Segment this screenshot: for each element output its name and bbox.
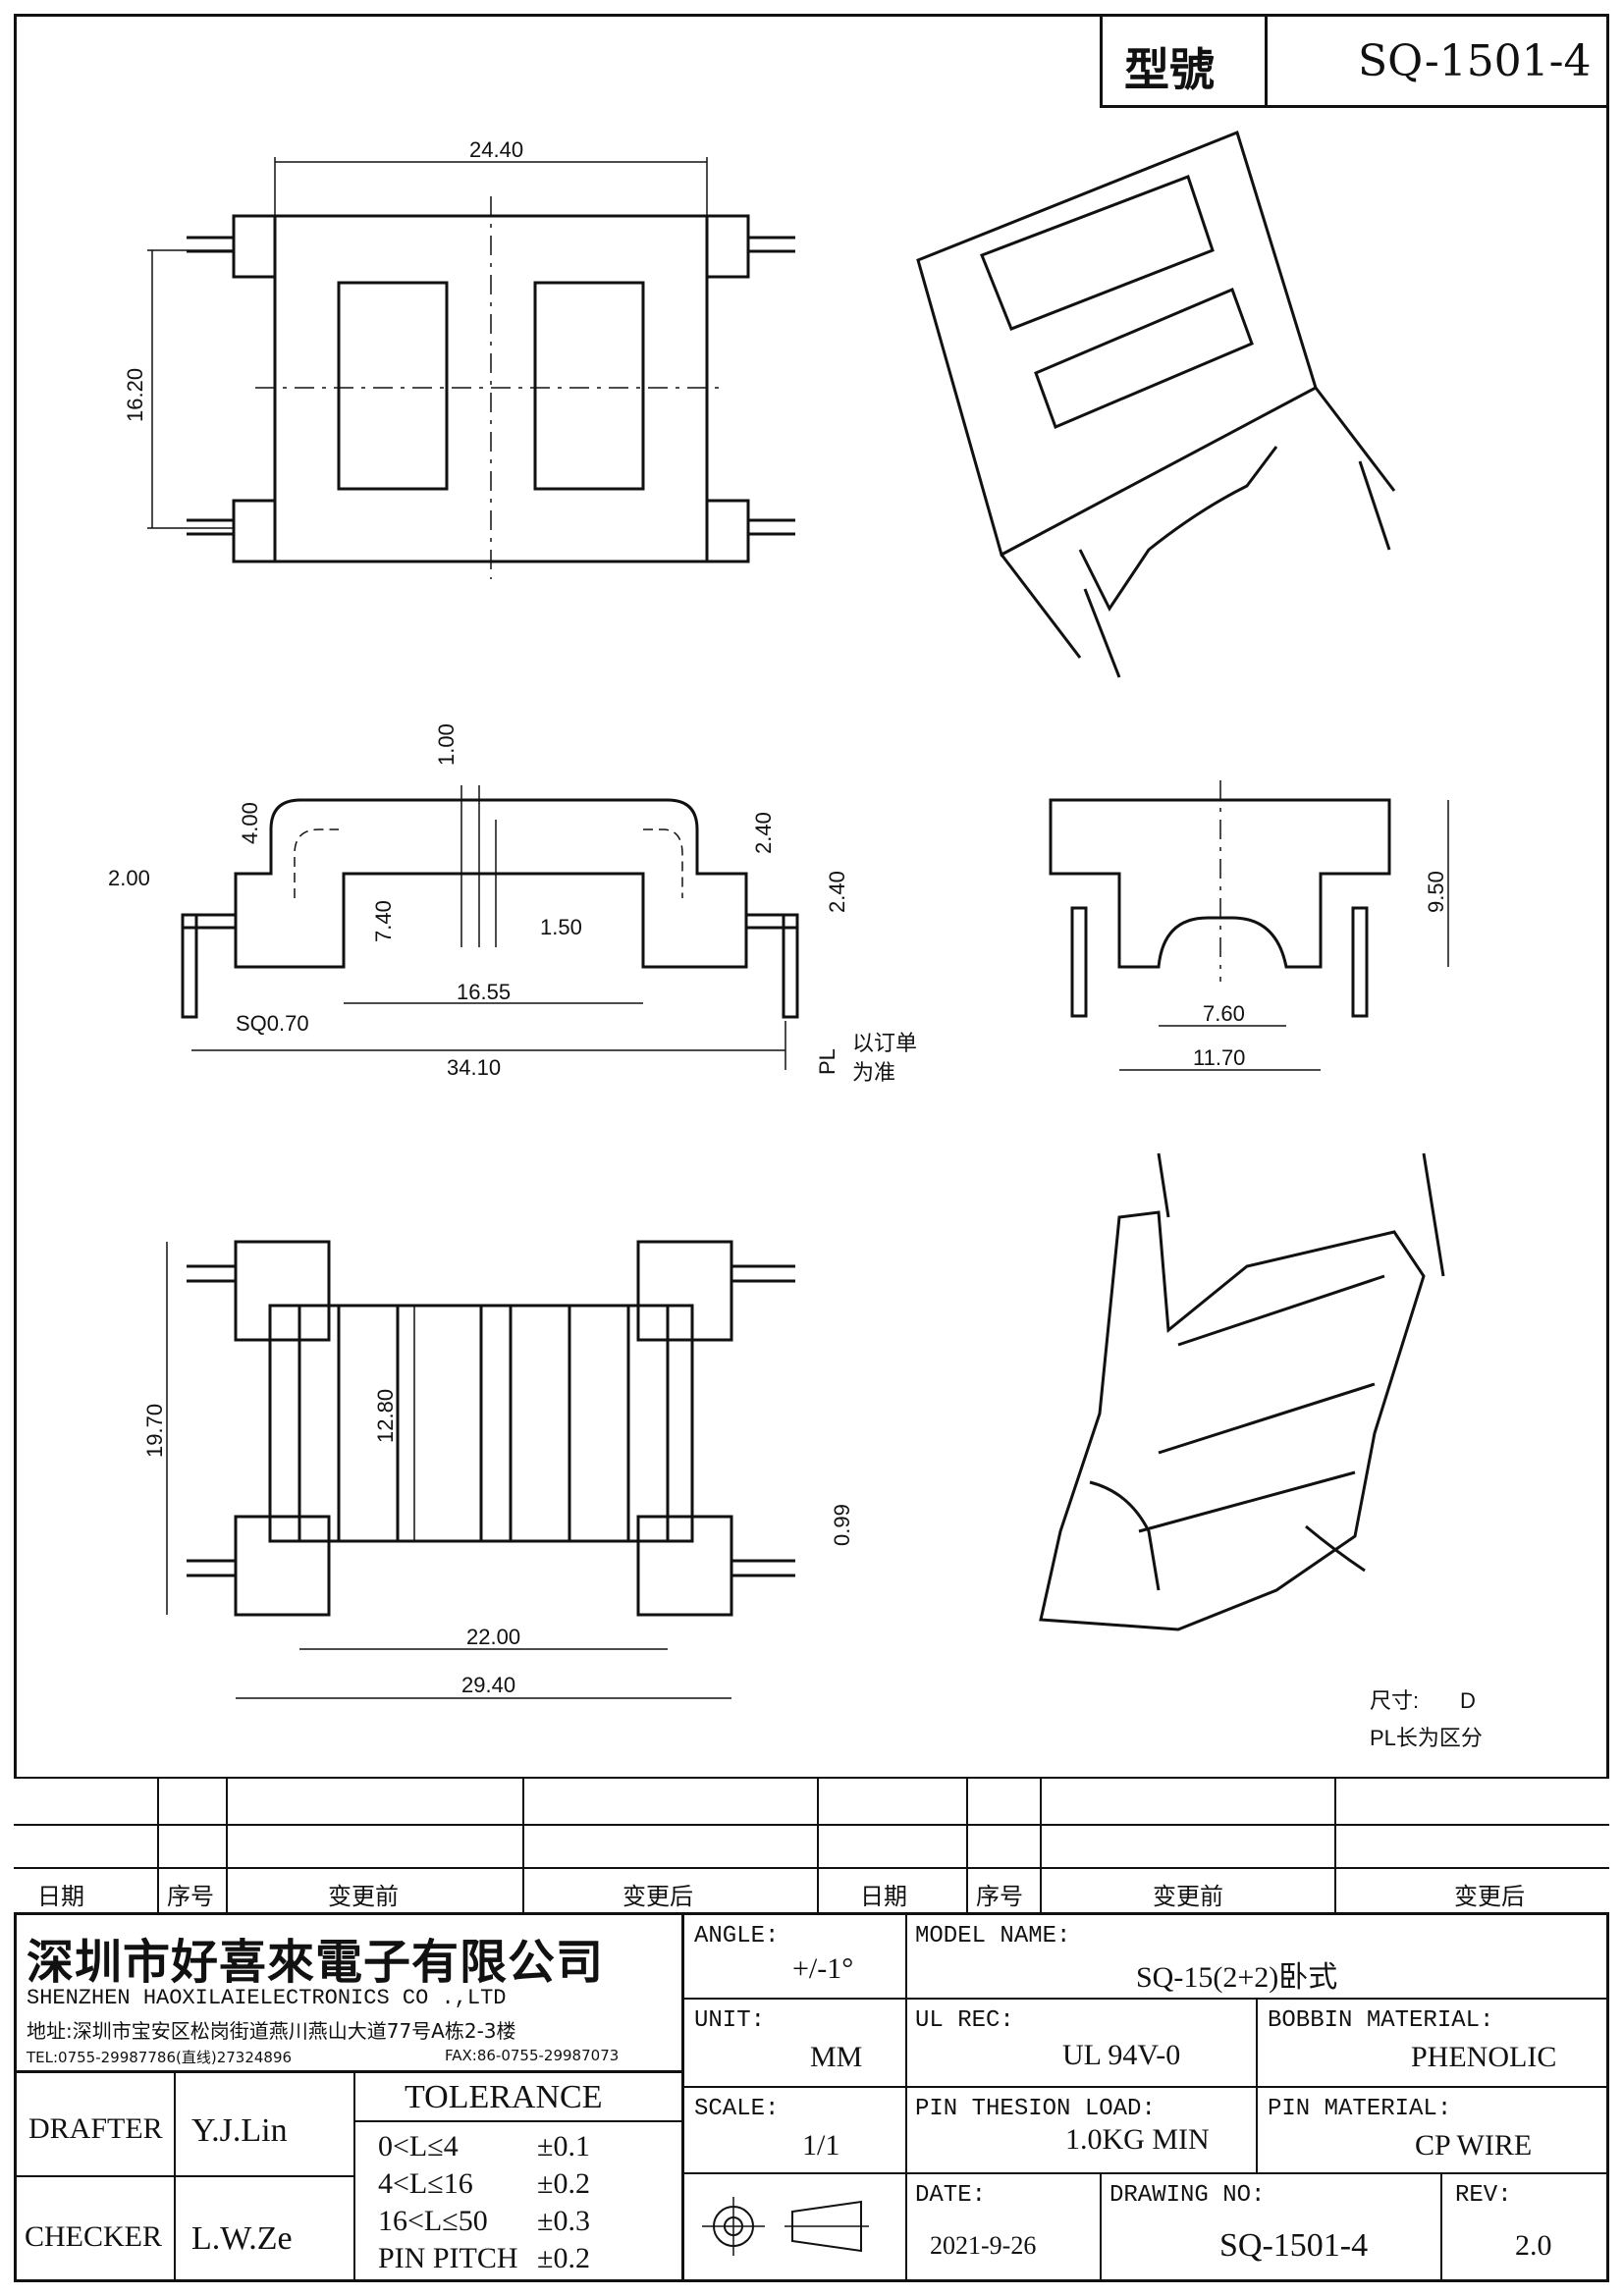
note-line1-tag: D xyxy=(1460,1688,1476,1713)
unit-label: UNIT: xyxy=(694,2007,766,2034)
pin-tension-label: PIN THESION LOAD: xyxy=(915,2096,1156,2122)
ul-rec-value: UL 94V-0 xyxy=(1062,2039,1181,2071)
model-name-value: SQ-15(2+2)卧式 xyxy=(1136,1961,1338,1994)
rev-value: 2.0 xyxy=(1515,2229,1552,2262)
top-view xyxy=(147,157,795,579)
model-header-label: 型號 xyxy=(1124,43,1215,96)
side-view xyxy=(181,785,799,1070)
dim-g-value: 19.70 xyxy=(142,1404,167,1458)
company-name-cn: 深圳市好喜來電子有限公司 xyxy=(27,1935,605,1990)
pin-material-label: PIN MATERIAL: xyxy=(1268,2096,1452,2122)
dim-l-value: 11.70 xyxy=(1193,1045,1245,1070)
angle-value: +/-1° xyxy=(792,1952,854,1985)
drafter-value: Y.J.Lin xyxy=(191,2112,288,2149)
ul-rec-label: UL REC: xyxy=(915,2007,1014,2034)
rev-header-seq-2: 序号 xyxy=(976,1883,1023,1910)
tolerance-range-3: PIN PITCH xyxy=(378,2242,518,2274)
note-line2: PL长为区分 xyxy=(1370,1726,1483,1750)
company-address: 地址:深圳市宝安区松岗街道燕川燕山大道77号A栋2-3楼 xyxy=(27,2019,516,2043)
dim-k-value: 7.60 xyxy=(1203,1001,1245,1026)
checker-value: L.W.Ze xyxy=(191,2220,293,2257)
dim-a-value: 24.40 xyxy=(469,137,523,162)
dim-2-40b-value: 2.40 xyxy=(825,871,849,913)
technical-drawing: 24.40 16.20 4.00 16.55 SQ0.70 34.10 19.7… xyxy=(108,131,1483,1750)
pin-tension-value: 1.0KG MIN xyxy=(1065,2123,1210,2156)
rev-header-date-1: 日期 xyxy=(37,1883,84,1910)
drawing-no-value: SQ-1501-4 xyxy=(1219,2227,1369,2264)
isometric-view-bottom xyxy=(1039,1152,1445,1631)
dim-1-00-value: 1.00 xyxy=(434,723,459,766)
scale-value: 1/1 xyxy=(802,2129,840,2162)
title-block-grid: ANGLE: +/-1° MODEL NAME: SQ-15(2+2)卧式 UN… xyxy=(681,1912,1609,2282)
pl-note-2: 为准 xyxy=(852,1060,895,1085)
pl-note-1: 以订单 xyxy=(852,1031,917,1055)
company-fax: FAX:86-0755-29987073 xyxy=(445,2047,620,2064)
rev-header-seq-1: 序号 xyxy=(167,1883,214,1910)
tolerance-range-2: 16<L≤50 xyxy=(378,2205,488,2237)
rev-label: REV: xyxy=(1455,2182,1512,2209)
unit-value: MM xyxy=(810,2041,863,2073)
dim-1-50-value: 1.50 xyxy=(540,915,582,939)
tolerance-value-1: ±0.2 xyxy=(537,2167,590,2200)
rev-header-after-1: 变更后 xyxy=(622,1883,693,1910)
dim-f-value: 34.10 xyxy=(447,1055,501,1080)
model-name-label: MODEL NAME: xyxy=(915,1923,1071,1949)
company-block: 深圳市好喜來電子有限公司 SHENZHEN HAOXILAIELECTRONIC… xyxy=(14,1912,684,2073)
rev-header-after-2: 变更后 xyxy=(1454,1883,1525,1910)
dim-12-80-value: 12.80 xyxy=(373,1389,398,1443)
dim-2-00-value: 2.00 xyxy=(108,866,150,890)
dim-e-value: SQ0.70 xyxy=(236,1011,309,1036)
dim-7-40-value: 7.40 xyxy=(371,900,396,942)
isometric-view-top xyxy=(916,131,1396,678)
projection-symbol-icon xyxy=(702,2197,869,2256)
note-line1: 尺寸: xyxy=(1370,1688,1419,1713)
rev-header-date-2: 日期 xyxy=(860,1883,907,1910)
bottom-view xyxy=(166,1240,795,1699)
scale-label: SCALE: xyxy=(694,2096,780,2122)
angle-label: ANGLE: xyxy=(694,1923,780,1949)
bobbin-material-value: PHENOLIC xyxy=(1411,2041,1557,2073)
checker-label: CHECKER xyxy=(25,2220,163,2253)
model-header-value: SQ-1501-4 xyxy=(1358,36,1592,86)
dim-pl-value: PL xyxy=(815,1048,839,1075)
dim-j-value: 9.50 xyxy=(1424,871,1448,913)
rev-header-before-1: 变更前 xyxy=(328,1883,399,1910)
end-view xyxy=(1049,780,1449,1071)
rev-header-before-2: 变更前 xyxy=(1153,1883,1223,1910)
dim-2-40a-value: 2.40 xyxy=(751,812,776,854)
drawing-no-label: DRAWING NO: xyxy=(1109,2182,1266,2209)
dim-d-value: 16.55 xyxy=(457,980,511,1004)
date-value: 2021-9-26 xyxy=(930,2231,1037,2260)
pin-material-value: CP WIRE xyxy=(1415,2129,1533,2162)
tolerance-value-0: ±0.1 xyxy=(537,2130,590,2163)
model-header-box: 型號 SQ-1501-4 xyxy=(1100,14,1609,108)
dim-i-value: 29.40 xyxy=(461,1673,515,1697)
company-name-en: SHENZHEN HAOXILAIELECTRONICS CO .,LTD xyxy=(27,1986,507,2010)
dim-0-99-value: 0.99 xyxy=(830,1504,854,1546)
company-tel: TEL:0755-29987786(直线)27324896 xyxy=(27,2049,293,2066)
tolerance-title: TOLERANCE xyxy=(405,2079,603,2115)
tolerance-range-1: 4<L≤16 xyxy=(378,2167,473,2200)
tolerance-value-2: ±0.3 xyxy=(537,2205,590,2237)
date-label: DATE: xyxy=(915,2182,987,2209)
drafter-label: DRAFTER xyxy=(28,2112,163,2145)
approval-block: DRAFTER Y.J.Lin CHECKER L.W.Ze TOLERANCE… xyxy=(14,2070,684,2282)
tolerance-range-0: 0<L≤4 xyxy=(378,2130,459,2163)
bobbin-material-label: BOBBIN MATERIAL: xyxy=(1268,2007,1494,2034)
dim-h-value: 22.00 xyxy=(466,1625,520,1649)
dim-c-value: 4.00 xyxy=(238,802,262,844)
revision-table: 日期 序号 变更前 变更后 日期 序号 变更前 变更后 xyxy=(14,1777,1609,1914)
tolerance-value-3: ±0.2 xyxy=(537,2242,590,2274)
dim-b-value: 16.20 xyxy=(123,368,147,422)
